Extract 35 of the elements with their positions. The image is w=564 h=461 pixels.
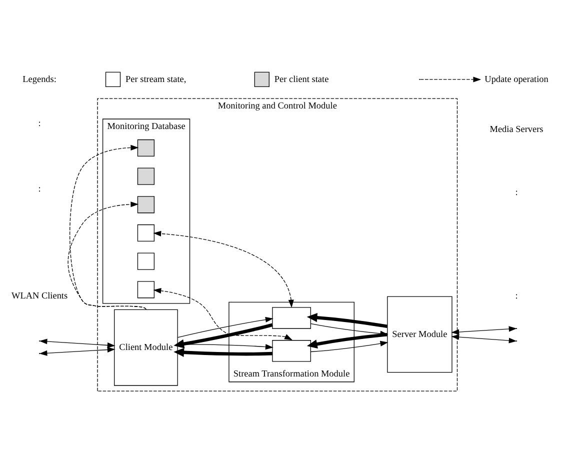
label: Legends: [22,73,56,84]
label: : [515,186,518,197]
arrow [306,312,388,328]
arrow [174,322,273,348]
label: WLAN Clients [12,290,68,300]
arrow [174,347,272,356]
label: Media Servers [490,123,544,134]
arrow [39,342,116,356]
cluster: Stream Transformation Module [228,301,354,382]
arrow [153,230,294,308]
node-box [272,306,311,328]
arrow [177,316,274,338]
arrow [451,328,517,343]
arrow [39,338,116,352]
arrow [451,326,517,340]
node-box [137,196,155,213]
node-box [137,224,155,242]
arrow [68,201,146,310]
node-box [137,280,155,298]
label: : [38,118,41,128]
arrow [306,332,388,348]
label: : [515,290,518,300]
legend-label: Per stream state, [126,73,186,84]
node-box: Client Module [114,308,178,386]
cluster: Monitoring Database [102,118,190,304]
node-box [272,340,311,362]
legend-label: Update operation [484,73,548,84]
arrow [153,288,292,340]
node-box [137,138,155,156]
node-box [137,252,155,270]
legend-label: Per client state [274,73,329,84]
node-box [137,167,155,184]
arrow [310,340,388,352]
label: : [38,182,41,193]
node-box: Server Module [387,296,452,372]
